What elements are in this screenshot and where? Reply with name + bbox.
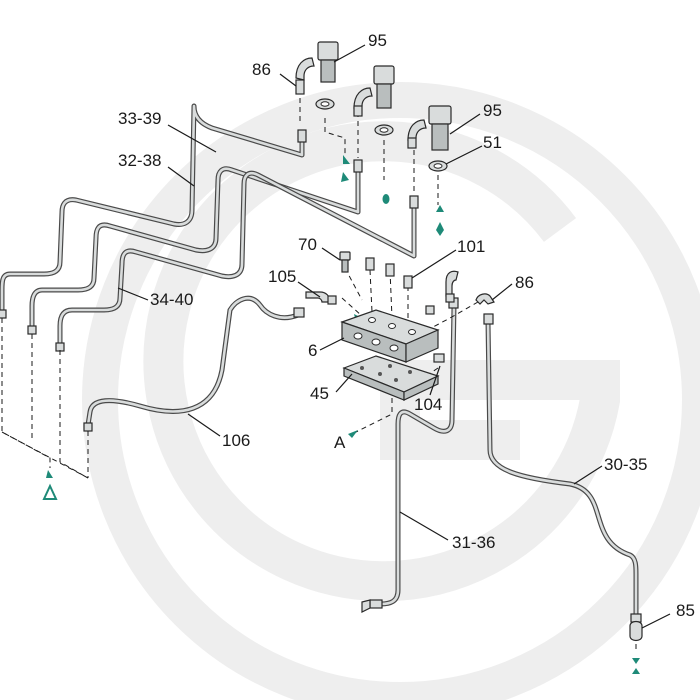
callout-70: 70: [298, 235, 317, 254]
callout-32-38: 32-38: [118, 151, 161, 170]
elbow-105: [305, 291, 337, 305]
brake-pipe-34-40: [57, 170, 417, 348]
valve-block-6: [340, 309, 440, 363]
callout-86-right: 86: [515, 273, 534, 292]
brake-pipe-106: [85, 295, 301, 428]
callout-33-39: 33-39: [118, 109, 161, 128]
callout-45: 45: [310, 384, 329, 403]
coupling-95-b: [353, 65, 395, 136]
callout-95-top: 95: [368, 31, 387, 50]
washer-51: [428, 160, 448, 172]
coupling-95-a: [315, 41, 339, 110]
callout-a: A: [334, 433, 346, 452]
callout-101: 101: [457, 237, 485, 256]
screw-70: [339, 251, 351, 273]
brake-pipe-31-36: [377, 303, 457, 607]
end-fitting-31-36: [361, 599, 383, 613]
brake-pipe-30-35: [485, 319, 639, 619]
fitting-86-right: [475, 293, 495, 305]
connector-85: [629, 613, 643, 642]
brake-pipe-32-38: [29, 165, 361, 331]
callout-85: 85: [676, 601, 695, 620]
callout-105: 105: [268, 267, 296, 286]
fitting-86-top: [295, 57, 315, 95]
coupling-95-c: [407, 105, 452, 151]
plug-104: [425, 305, 445, 363]
callout-34-40: 34-40: [150, 290, 193, 309]
callout-104: 104: [414, 395, 442, 414]
callout-95-right: 95: [483, 101, 502, 120]
plate-45: [342, 355, 440, 401]
assembly-lines-left: [1, 318, 89, 479]
callout-51: 51: [483, 133, 502, 152]
leader-lines: [117, 44, 671, 629]
callout-106: 106: [222, 431, 250, 450]
callout-31-36: 31-36: [452, 533, 495, 552]
callout-labels: 95 86 95 51 33-39 32-38 70 101 105 86 34…: [118, 31, 695, 620]
pipe-end-fittings: [0, 129, 494, 432]
callout-30-35: 30-35: [604, 455, 647, 474]
union-101: [365, 257, 459, 303]
brake-pipe-33-39: [0, 103, 305, 315]
callout-6: 6: [308, 341, 317, 360]
marker-triangle-left: [42, 470, 58, 500]
callout-86-top: 86: [252, 60, 271, 79]
